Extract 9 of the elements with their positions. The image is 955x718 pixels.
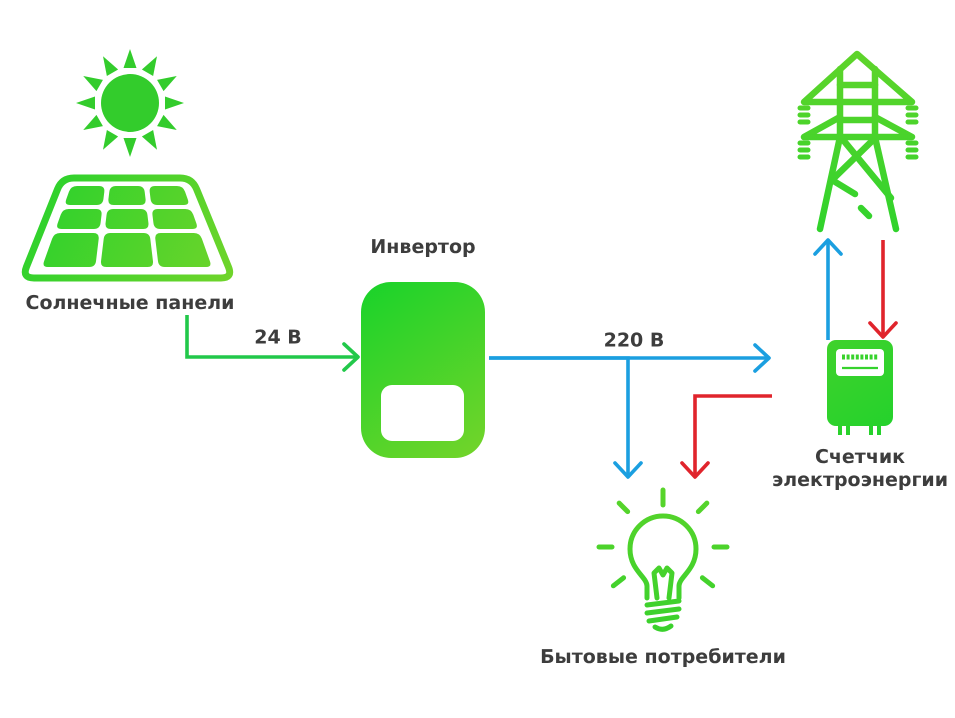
arrow (813, 238, 843, 340)
arrow (185, 315, 360, 372)
arrow (489, 356, 643, 479)
node-label: Счетчик электроэнергии (772, 446, 948, 492)
node-label: Солнечные панели (26, 292, 234, 315)
node-label: Бытовые потребители (540, 646, 786, 669)
node-label: Инвертор (370, 236, 476, 259)
arrow (680, 394, 772, 479)
arrow (868, 240, 898, 339)
